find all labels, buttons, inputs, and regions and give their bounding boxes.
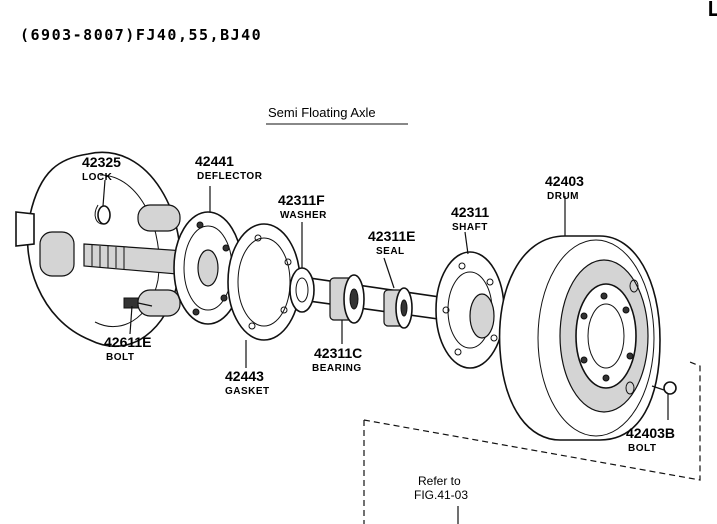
part-number-42311e: 42311E [368, 228, 416, 244]
part-number-42311: 42311 [451, 204, 489, 220]
bolt-head-42611e [123, 297, 139, 309]
part-number-42441: 42441 [195, 153, 234, 169]
shaft-flange [435, 251, 505, 369]
reference-note-fig: FIG.41-03 [414, 488, 468, 502]
part-name-washer: WASHER [280, 210, 327, 221]
deflector [173, 211, 243, 325]
washer [289, 267, 315, 313]
reference-note-line1: Refer to [418, 474, 461, 488]
part-name-bolt-42611e: BOLT [106, 352, 134, 363]
part-name-gasket: GASKET [225, 386, 270, 397]
part-name-deflector: DEFLECTOR [197, 171, 263, 182]
part-number-42325: 42325 [82, 154, 121, 170]
corner-mark: L [707, 0, 717, 21]
part-number-42443: 42443 [225, 368, 264, 384]
part-name-shaft: SHAFT [452, 222, 488, 233]
part-name-seal: SEAL [376, 246, 405, 257]
bearing [329, 274, 365, 324]
part-name-bearing: BEARING [312, 363, 362, 374]
drum-bolt [651, 381, 677, 395]
drum [498, 235, 661, 441]
leader-lines [102, 179, 669, 524]
diagram-title: Semi Floating Axle [268, 105, 376, 120]
part-number-42403: 42403 [545, 173, 584, 189]
lock-part [97, 205, 111, 225]
gasket [227, 223, 301, 341]
seal [383, 287, 413, 329]
part-name-bolt-42403b: BOLT [628, 443, 656, 454]
model-range-header: (6903-8007)FJ40,55,BJ40 [20, 26, 262, 44]
part-number-42403b: 42403B [626, 425, 675, 441]
part-number-42311f: 42311F [278, 192, 325, 208]
part-number-42311c: 42311C [314, 345, 362, 361]
part-name-lock: LOCK [82, 172, 113, 183]
reference-boundary [363, 361, 701, 481]
part-name-drum: DRUM [547, 191, 579, 202]
part-number-42611e: 42611E [104, 334, 152, 350]
